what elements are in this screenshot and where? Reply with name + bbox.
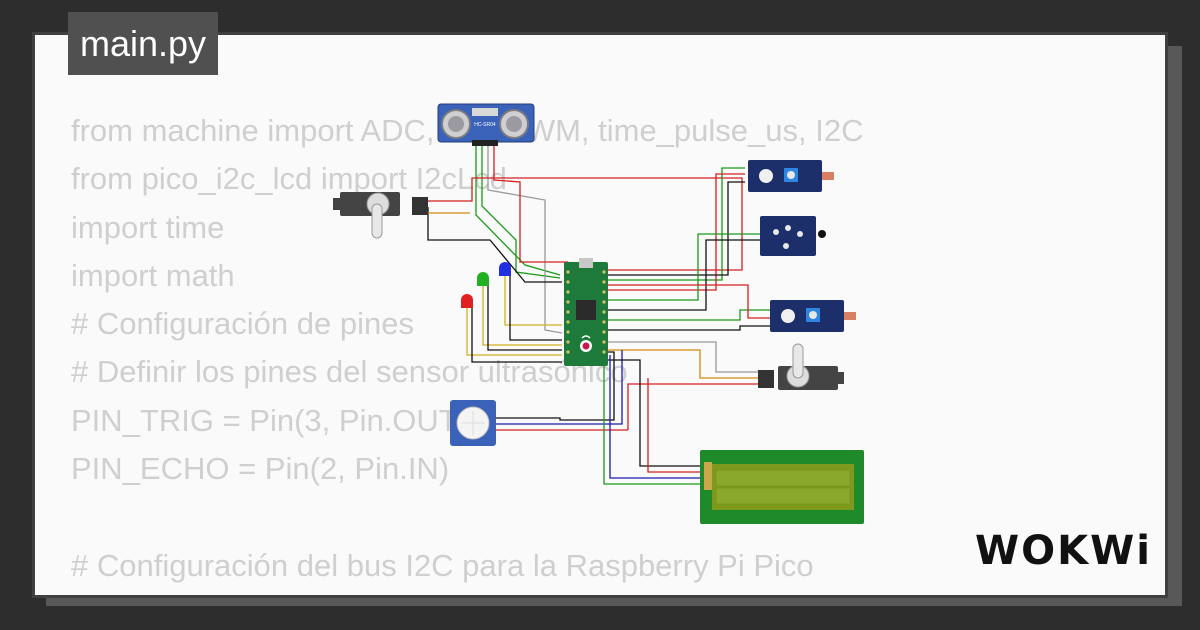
code-line: PIN_TRIG = Pin(3, Pin.OUT) [71, 402, 469, 438]
servo-right [758, 343, 844, 390]
pir-sensor [450, 400, 496, 446]
wire [647, 378, 704, 473]
wire [428, 177, 743, 271]
code-line: import time [71, 209, 225, 245]
wire [627, 383, 758, 430]
servo-left [333, 192, 428, 239]
code-line: # Definir los pines del sensor ultrasóni… [71, 354, 628, 390]
logo-text: WOKWi [975, 528, 1150, 574]
wire [608, 325, 770, 331]
ultrasonic-sensor: HC-SR04 [437, 103, 535, 146]
wire [496, 351, 615, 421]
raspberry-pi-pico [564, 258, 608, 366]
led-green [477, 272, 489, 286]
wire [487, 286, 562, 351]
wire [493, 144, 568, 263]
file-tab[interactable]: main.py [68, 12, 219, 75]
wire [603, 360, 704, 485]
wire [487, 144, 563, 334]
wire [509, 276, 562, 341]
code-line: # Configuración de pines [71, 306, 414, 342]
wire [608, 239, 760, 311]
wire [608, 349, 758, 379]
wire [608, 309, 770, 321]
wire [608, 173, 745, 291]
wire [608, 284, 770, 319]
wire [475, 144, 561, 276]
led-blue [499, 262, 511, 276]
wire [608, 181, 745, 276]
ultrasonic-label: HC-SR04 [474, 122, 496, 128]
ldr-module-top [748, 160, 834, 192]
wire [609, 355, 704, 479]
code-line: # Configuración del bus I2C para la Rasp… [71, 547, 814, 583]
wire [608, 341, 758, 373]
wokwi-logo: WOKWi [975, 528, 1150, 574]
wire [608, 167, 745, 281]
wire [608, 233, 760, 301]
raspberry-pi-icon [580, 335, 592, 352]
wire [482, 286, 562, 346]
wire [427, 207, 562, 283]
wire [608, 359, 704, 467]
wires [427, 144, 770, 485]
wire [466, 308, 562, 356]
temperature-module [760, 216, 826, 256]
lcd-display [700, 450, 864, 524]
wire [481, 144, 561, 279]
code-line: from pico_i2c_lcd import I2cLcd [71, 161, 507, 197]
wire [504, 276, 562, 326]
wire [496, 350, 623, 425]
code-line: PIN_ECHO = Pin(2, Pin.IN) [71, 451, 450, 487]
wire [471, 308, 562, 363]
ldr-module-bottom [770, 300, 856, 332]
led-red [461, 294, 473, 308]
code-line: import math [71, 257, 235, 293]
